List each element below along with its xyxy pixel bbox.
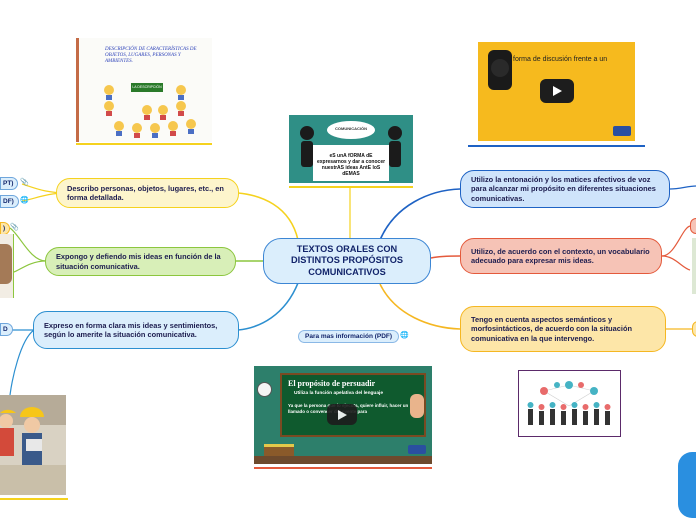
- globe-icon-2[interactable]: 🌐: [20, 197, 29, 204]
- attachment-icon-2[interactable]: 📎: [10, 224, 19, 231]
- hand-shape: [410, 394, 424, 418]
- image-comunicacion-underline: [289, 186, 413, 188]
- right-edge-image[interactable]: [692, 238, 696, 294]
- edge-tag-pdf[interactable]: DF): [0, 195, 19, 208]
- clock-icon: [257, 382, 272, 397]
- topic-vocabulario-label: Utilizo, de acuerdo con el contexto, un …: [471, 246, 650, 265]
- channel-logo-icon: [613, 126, 631, 136]
- edge-tag-ppt[interactable]: PT): [0, 177, 19, 190]
- image-workers-underline: [0, 498, 68, 500]
- topic-semanticos-label: Tengo en cuenta aspectos semánticos y mo…: [471, 315, 632, 343]
- descripcion-title: DESCRIPCIÓN DE CARACTERÍSTICAS DE OBJETO…: [105, 47, 197, 64]
- play-button[interactable]: [540, 79, 574, 103]
- image-comunicacion[interactable]: COMUNICACIÓN eS unA fORMA dE expresarnos…: [289, 115, 413, 183]
- topic-expongo-label: Expongo y defiendo mis ideas en función …: [56, 252, 221, 271]
- topic-semanticos[interactable]: Tengo en cuenta aspectos semánticos y mo…: [460, 306, 666, 352]
- image-network[interactable]: [518, 370, 621, 437]
- globe-icon[interactable]: 🌐: [400, 332, 409, 339]
- edge-tag-4-label: D: [3, 326, 8, 333]
- topic-expongo[interactable]: Expongo y defiendo mis ideas en función …: [45, 247, 236, 276]
- topic-vocabulario[interactable]: Utilizo, de acuerdo con el contexto, un …: [460, 238, 662, 274]
- video-persuadir-underline: [254, 467, 432, 469]
- video-persuadir-title: El propósito de persuadir: [288, 379, 376, 388]
- channel-logo-icon-2: [408, 445, 426, 454]
- edge-tag-pdf-label: DF): [3, 198, 14, 205]
- right-edge-logo[interactable]: [678, 452, 696, 518]
- image-descripcion[interactable]: DESCRIPCIÓN DE CARACTERÍSTICAS DE OBJETO…: [76, 38, 212, 142]
- play-button-2[interactable]: [327, 404, 357, 425]
- topic-entonacion[interactable]: Utilizo la entonación y los matices afec…: [460, 170, 670, 208]
- info-pdf-link[interactable]: Para mas información (PDF): [298, 330, 400, 343]
- descripcion-diagram: [104, 85, 196, 138]
- attachment-icon[interactable]: 📎: [20, 179, 29, 186]
- descripcion-center-box: LA DESCRIPCIÓN ORAL: [131, 83, 163, 98]
- comunicacion-body-text: eS unA fORMA dE expresarnos y dar a cono…: [316, 153, 386, 177]
- video-discusion-art: [488, 50, 512, 90]
- comunicacion-bubble-text: COMUNICACIÓN: [335, 126, 367, 131]
- play-icon: [553, 86, 562, 96]
- play-icon-2: [338, 410, 347, 420]
- right-edge-tag-2[interactable]: [692, 321, 696, 337]
- video-discusion[interactable]: forma de discusión frente a un: [468, 42, 645, 141]
- image-left-partial[interactable]: [0, 234, 14, 298]
- video-discusion-underline: [468, 145, 645, 147]
- video-persuadir[interactable]: El propósito de persuadir Utiliza la fun…: [254, 366, 432, 464]
- right-edge-tag[interactable]: [690, 218, 696, 234]
- topic-entonacion-label: Utilizo la entonación y los matices afec…: [471, 175, 656, 203]
- topic-expreso-label: Expreso en forma clara mis ideas y senti…: [44, 320, 218, 339]
- workers-art: [0, 395, 66, 495]
- topic-describo[interactable]: Describo personas, objetos, lugares, etc…: [56, 178, 239, 208]
- info-pdf-label: Para mas información (PDF): [305, 333, 393, 340]
- image-workers[interactable]: [0, 395, 66, 495]
- video-persuadir-subtitle: Utiliza la función apelativa del lenguaj…: [294, 391, 384, 396]
- network-figures: [527, 381, 611, 425]
- edge-tag-3-label: ): [3, 225, 6, 232]
- edge-tag-4[interactable]: D: [0, 323, 13, 336]
- topic-describo-label: Describo personas, objetos, lugares, etc…: [67, 183, 224, 202]
- comunicacion-figures: [300, 121, 402, 181]
- image-descripcion-underline: [76, 143, 212, 145]
- central-topic-label: TEXTOS ORALES CON DISTINTOS PROPÓSITOS C…: [291, 243, 403, 277]
- desk-shape: [254, 456, 432, 464]
- central-topic[interactable]: TEXTOS ORALES CON DISTINTOS PROPÓSITOS C…: [263, 238, 431, 284]
- topic-expreso[interactable]: Expreso en forma clara mis ideas y senti…: [33, 311, 239, 349]
- edge-tag-ppt-label: PT): [3, 180, 14, 187]
- video-discusion-caption: forma de discusión frente a un: [513, 56, 608, 63]
- left-partial-figure: [0, 244, 12, 284]
